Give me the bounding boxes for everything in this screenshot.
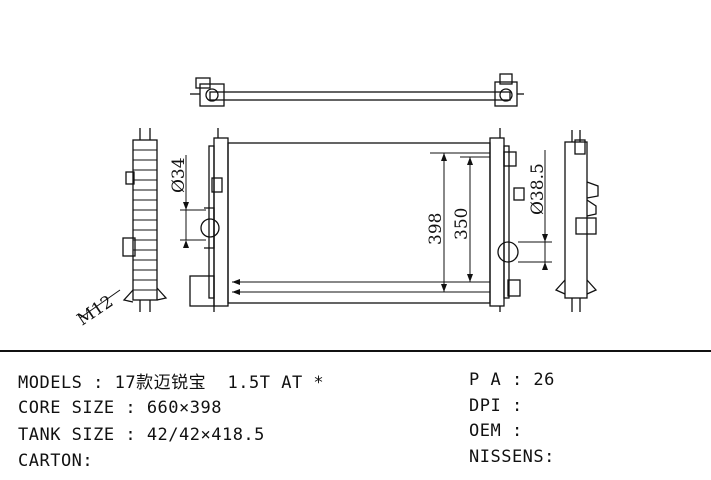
right-side-view xyxy=(554,130,599,312)
dimension-lines xyxy=(79,150,552,319)
dim-d38-5: Ø38.5 xyxy=(528,163,548,215)
section-divider xyxy=(0,350,711,352)
spec-nissens: NISSENS: xyxy=(469,447,555,467)
dim-h398: 398 xyxy=(426,213,446,245)
dim-h350: 350 xyxy=(452,208,472,240)
spec-carton: CARTON: xyxy=(18,451,94,471)
radiator-drawing: Ø34 398 350 Ø38.5 M12 xyxy=(74,73,599,330)
dim-d34: Ø34 xyxy=(169,157,189,193)
spec-pa: P A : 26 xyxy=(469,370,555,390)
spec-tank-size: TANK SIZE : 42/42×418.5 xyxy=(18,425,265,445)
spec-dpi: DPI : xyxy=(469,396,523,416)
top-view xyxy=(190,73,524,107)
front-view xyxy=(189,128,525,312)
left-side-view xyxy=(122,128,168,312)
dimension-arrows xyxy=(183,153,548,295)
spec-oem: OEM : xyxy=(469,421,523,441)
spec-core-size: CORE SIZE : 660×398 xyxy=(18,398,222,418)
spec-models: MODELS : 17款迈锐宝 1.5T AT * xyxy=(18,373,325,393)
dim-m12: M12 xyxy=(74,292,118,330)
